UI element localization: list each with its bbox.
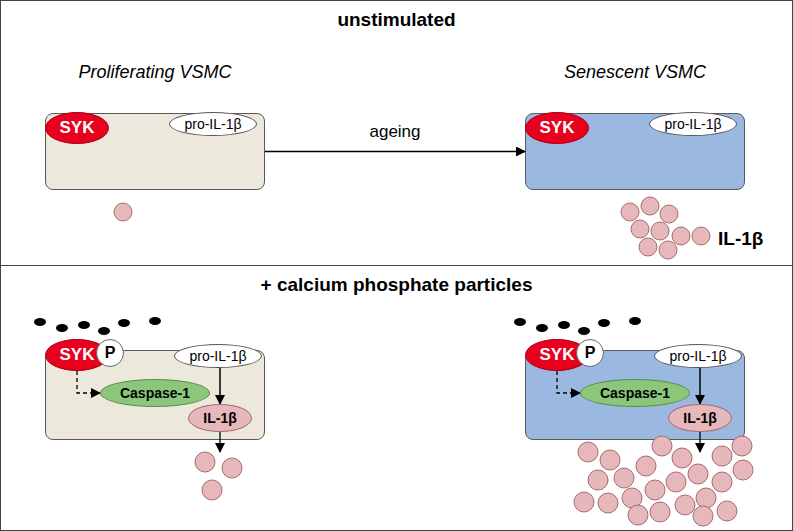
protein-name: pro-IL-1β (184, 116, 241, 132)
enzyme-name: Caspase-1 (120, 385, 190, 401)
particle (118, 319, 130, 327)
cytokine-dot (578, 442, 598, 462)
phospho-circle: P (576, 339, 604, 367)
cytokine-dot (195, 452, 215, 472)
cytokine-dot (574, 492, 594, 512)
cytokine-dot (712, 472, 732, 492)
cytokine-dot (621, 203, 639, 221)
panel-heading: unstimulated (1, 9, 792, 31)
cytokine-dot (733, 460, 753, 480)
particle (558, 321, 570, 329)
cytokine-dot (692, 227, 710, 245)
edge-label: ageing (366, 122, 423, 142)
cytokine-dot (688, 464, 708, 484)
particle (78, 321, 90, 329)
cytokine-dot (600, 450, 620, 470)
cytokine-dot (660, 205, 678, 223)
cytokine-dot (672, 448, 692, 468)
kinase-name: SYK (540, 345, 575, 365)
cytokine-dot (675, 495, 695, 515)
particle (56, 324, 68, 332)
cytokine-dot (712, 446, 732, 466)
cytokine-dot (631, 220, 649, 238)
cytokine-dot (614, 468, 634, 488)
cell-box: SYKPCaspase-1pro-IL-1βIL-1β (525, 350, 745, 440)
cytokine-dot (659, 241, 677, 259)
particle (514, 318, 526, 326)
enzyme-name: Caspase-1 (600, 385, 670, 401)
particle (629, 317, 641, 325)
panel-heading: + calcium phosphate particles (1, 274, 792, 296)
phospho-mark: P (585, 344, 596, 362)
protein-name: pro-IL-1β (189, 348, 246, 364)
particle (578, 327, 590, 335)
cytokine-name: IL-1β (683, 410, 716, 426)
phospho-circle: P (96, 339, 124, 367)
kinase-ellipse: SYK (45, 112, 109, 144)
cytokine-dot (641, 197, 659, 215)
protein-name: pro-IL-1β (664, 116, 721, 132)
cytokine-dot (717, 501, 737, 521)
cytokine-dot (672, 227, 690, 245)
protein-name: pro-IL-1β (669, 348, 726, 364)
cytokine-dot (636, 456, 656, 476)
protein-ellipse: pro-IL-1β (649, 112, 737, 136)
particle (34, 318, 46, 326)
cytokine-dot (651, 222, 669, 240)
cytokine-dot (650, 502, 670, 522)
kinase-name: SYK (60, 118, 95, 138)
protein-ellipse: pro-IL-1β (174, 344, 262, 368)
cytokine-dot (598, 493, 618, 513)
cell-box: SYKPCaspase-1pro-IL-1βIL-1β (45, 350, 265, 440)
cell-heading: Senescent VSMC (466, 62, 793, 83)
kinase-name: SYK (60, 345, 95, 365)
caspase-ellipse: Caspase-1 (580, 379, 690, 407)
kinase-ellipse: SYK (525, 112, 589, 144)
cell-heading: Proliferating VSMC (0, 62, 324, 83)
cytokine-dot (639, 238, 657, 256)
cytokine-dot (622, 488, 642, 508)
connector-arrow (265, 151, 525, 153)
protein-ellipse: pro-IL-1β (169, 112, 257, 136)
cytokine-dot (222, 458, 242, 478)
particle (98, 327, 110, 335)
cytokine-dot (588, 470, 608, 490)
particle (149, 317, 161, 325)
protein-ellipse: pro-IL-1β (654, 344, 742, 368)
cytokine-dot (645, 480, 665, 500)
particle (598, 319, 610, 327)
particle (536, 324, 548, 332)
cytokine-name: IL-1β (203, 410, 236, 426)
cytokine-dot (202, 480, 222, 500)
cytokine-dot (693, 506, 713, 526)
cytokine-label: IL-1β (718, 228, 763, 250)
cytokine-dot (114, 203, 132, 221)
caspase-ellipse: Caspase-1 (100, 379, 210, 407)
cytokine-dot (696, 488, 716, 508)
cytokine-dot (628, 505, 648, 525)
cell-box: Proliferating VSMCSYKpro-IL-1β (45, 113, 265, 190)
cytokine-dot (666, 472, 686, 492)
kinase-name: SYK (540, 118, 575, 138)
panel: + calcium phosphate particlesSYK P Caspase… (0, 265, 793, 531)
cytokine-ellipse: IL-1β (188, 404, 252, 432)
cell-box: Senescent VSMCSYKpro-IL-1β (525, 113, 745, 190)
phospho-mark: P (105, 344, 116, 362)
cytokine-ellipse: IL-1β (668, 404, 732, 432)
